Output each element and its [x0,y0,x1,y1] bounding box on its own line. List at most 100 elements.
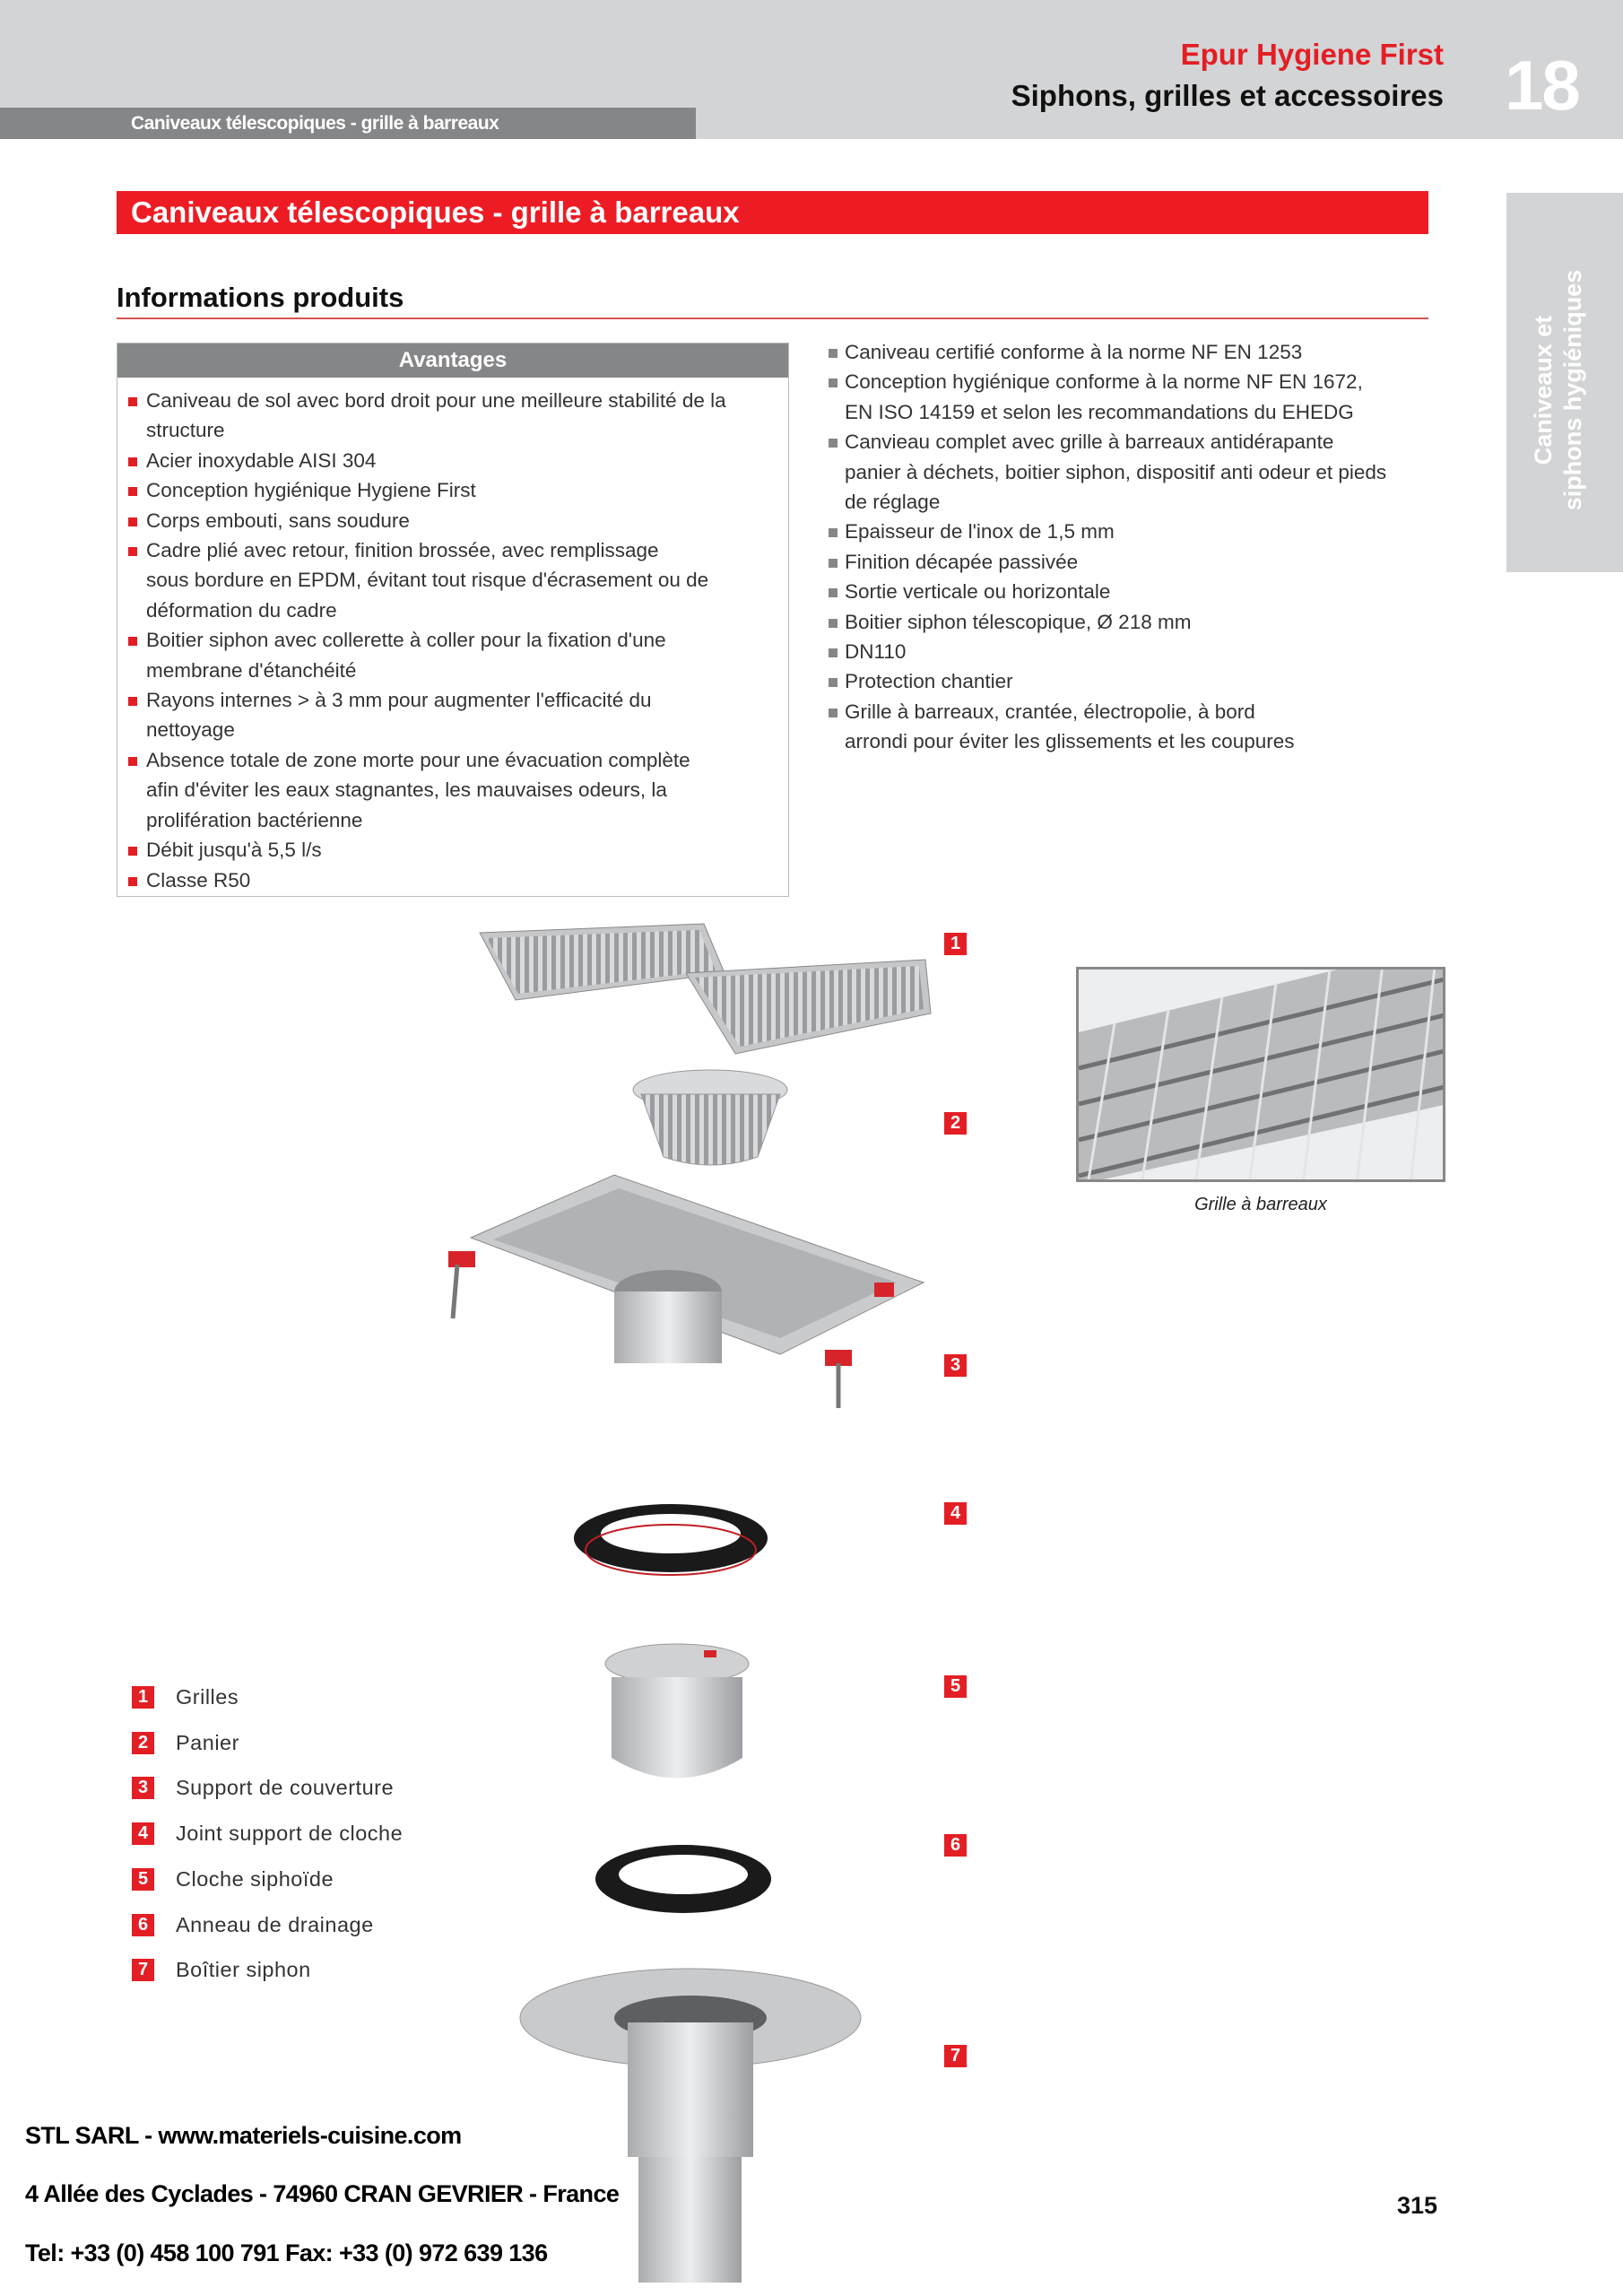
footer-address: 4 Allée des Cyclades - 74960 CRAN GEVRIE… [25,2180,620,2207]
list-item-line: Protection chantier [845,670,1013,693]
brand-title: Epur Hygiene First [1180,38,1444,71]
list-item-line: prolifération bactérienne [146,808,363,831]
legend-badge: 2 [132,1731,154,1754]
callout-badge: 4 [944,1502,967,1525]
legend-label: Joint support de cloche [176,1822,404,1846]
list-item-line: arrondi pour éviter les glissements et l… [845,730,1295,753]
list-item: DN110 [816,637,1386,666]
list-item-line: Conception hygiénique conforme à la norm… [845,370,1363,394]
list-item-line: Absence totale de zone morte pour une év… [146,748,690,771]
side-tab-line1: Caniveaux et [1530,315,1557,465]
grille-photo [1076,967,1445,1182]
list-item-line: sous bordure en EPDM, évitant tout risqu… [146,569,709,592]
list-item: Canvieau complet avec grille à barreaux … [816,427,1386,517]
list-item: Absence totale de zone morte pour une év… [117,745,726,835]
basket-illustration [632,1069,788,1166]
advantages-list: Caniveau de sol avec bord droit pour une… [117,386,726,895]
list-item-line: nettoyage [146,718,235,742]
list-item-line: Caniveau certifié conforme à la norme NF… [845,341,1303,363]
callout-badge: 2 [944,1112,967,1135]
list-item: Caniveau certifié conforme à la norme NF… [816,337,1386,367]
list-item-line: DN110 [845,640,907,664]
section-title: Siphons, grilles et accessoires [1011,79,1444,112]
list-item-line: Sortie verticale ou horizontale [845,580,1111,604]
side-tab [1506,193,1623,572]
breadcrumb: Caniveaux télescopiques - grille à barre… [0,108,696,139]
footer-company: STL SARL - www.materiels-cuisine.com [25,2122,462,2149]
list-item-line: Classe R50 [146,868,251,891]
list-item: Protection chantier [816,666,1386,696]
list-item-line: Conception hygiénique Hygiene First [146,479,476,502]
divider [117,317,1428,319]
list-item-line: panier à déchets, boitier siphon, dispos… [845,460,1387,483]
list-item: Classe R50 [117,865,726,895]
legend-label: Boîtier siphon [176,1958,311,1982]
list-item-line: Acier inoxydable AISI 304 [146,448,377,472]
legend-badge: 6 [132,1913,154,1936]
callout-badge: 1 [944,933,967,955]
legend-label: Grilles [176,1685,239,1709]
callout-badge: 5 [944,1675,967,1698]
list-item: Epaisseur de l'inox de 1,5 mm [816,517,1386,546]
list-item: Boitier siphon télescopique, Ø 218 mm [816,607,1386,637]
list-item-line: Boitier siphon télescopique, Ø 218 mm [845,610,1192,633]
legend-badge: 3 [132,1777,154,1800]
list-item-line: Caniveau de sol avec bord droit pour une… [146,389,726,412]
chapter-number: 18 [1505,46,1581,125]
list-item-line: Canvieau complet avec grille à barreaux … [845,430,1334,454]
list-item-line: afin d'éviter les eaux stagnantes, les m… [146,778,667,802]
list-item-line: membrane d'étanchéité [146,658,357,682]
legend-label: Anneau de drainage [176,1912,374,1936]
list-item-line: Débit jusqu'à 5,5 l/s [146,839,322,862]
list-item-line: Rayons internes > à 3 mm pour augmenter … [146,689,652,712]
side-tab-label: Caniveaux et siphons hygiéniques [1529,242,1588,538]
list-item-line: Epaisseur de l'inox de 1,5 mm [845,520,1115,544]
advantages-box: Avantages Caniveau de sol avec bord droi… [117,343,789,897]
trap-body-illustration [519,1968,862,2283]
list-item: Grille à barreaux, crantée, électropolie… [816,697,1386,757]
page-title: Caniveaux télescopiques - grille à barre… [117,191,1428,234]
page-number: 315 [1397,2192,1438,2219]
list-item: Boitier siphon avec collerette à coller … [117,625,726,685]
info-heading: Informations produits [117,282,404,313]
seal-ring-illustration [574,1504,768,1576]
list-item: Caniveau de sol avec bord droit pour une… [117,386,726,446]
product-exploded-view [448,923,932,2283]
footer-contact: Tel: +33 (0) 458 100 791 Fax: +33 (0) 97… [25,2239,548,2266]
channel-illustration [448,1174,925,1408]
list-item: Rayons internes > à 3 mm pour augmenter … [117,685,726,745]
grille-illustration [479,923,932,1055]
list-item: Finition décapée passivée [816,547,1386,577]
features-list: Caniveau certifié conforme à la norme NF… [816,337,1386,757]
legend-label: Support de couverture [176,1776,395,1800]
list-item-line: EN ISO 14159 et selon les recommandation… [845,400,1354,423]
list-item-line: de réglage [845,491,941,514]
list-item-line: Cadre plié avec retour, finition brossée… [146,539,659,562]
list-item: Débit jusqu'à 5,5 l/s [117,835,726,865]
side-tab-line2: siphons hygiéniques [1559,269,1586,511]
callout-badge: 3 [944,1354,967,1377]
list-item: Corps embouti, sans soudure [117,506,726,535]
bell-trap-illustration [604,1643,750,1779]
legend-badge: 1 [132,1686,154,1709]
legend-badge: 7 [132,1959,154,1982]
photo-caption: Grille à barreaux [1194,1195,1327,1214]
list-item-line: Finition décapée passivée [845,550,1079,573]
legend-badge: 5 [132,1867,154,1891]
list-item-line: Grille à barreaux, crantée, électropolie… [845,700,1255,723]
list-item-line: Corps embouti, sans soudure [146,509,410,532]
list-item-line: Boitier siphon avec collerette à coller … [146,629,666,652]
list-item-line: déformation du cadre [146,598,337,622]
legend-label: Cloche siphoïde [176,1866,334,1891]
drainage-ring-illustration [595,1845,771,1913]
list-item: Sortie verticale ou horizontale [816,577,1386,606]
legend-label: Panier [176,1730,239,1754]
legend-badge: 4 [132,1822,154,1846]
advantages-heading: Avantages [117,344,788,378]
list-item: Cadre plié avec retour, finition brossée… [117,535,726,625]
list-item: Acier inoxydable AISI 304 [117,446,726,475]
list-item: Conception hygiénique Hygiene First [117,475,726,505]
list-item: Conception hygiénique conforme à la norm… [816,367,1386,427]
list-item-line: structure [146,419,225,442]
callout-badge: 6 [944,1834,967,1857]
